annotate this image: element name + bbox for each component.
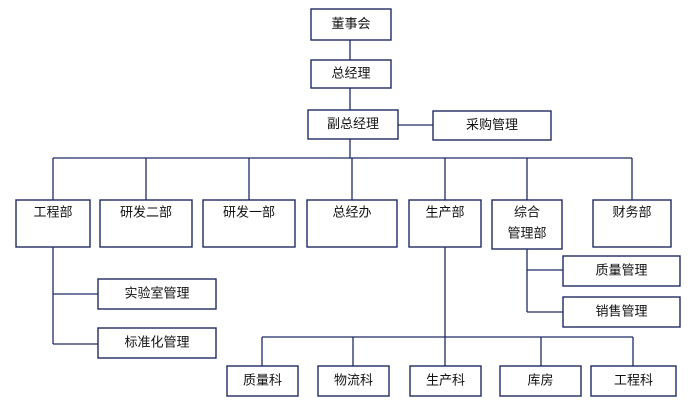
node-general-admin-label-line2: 管理部 [507,227,546,242]
node-board-label: 董事会 [331,17,370,32]
node-lab-management: 实验室管理 [97,278,217,310]
node-standardization-label: 标准化管理 [124,336,189,351]
node-board: 董事会 [310,8,392,41]
node-quality-management: 质量管理 [562,255,681,287]
node-gm-office-label: 总经办 [332,206,371,221]
node-deputy-gm: 副总经理 [307,109,399,140]
node-general-manager-label: 总经理 [331,67,370,82]
node-engineering-label: 工程部 [33,206,72,221]
node-sales-management-label: 销售管理 [595,304,647,320]
node-general-manager: 总经理 [310,59,392,89]
node-production-section: 生产科 [409,365,482,397]
node-engineering: 工程部 [15,199,91,248]
node-production-label: 生产部 [425,206,464,221]
node-warehouse: 库房 [499,365,582,397]
node-quality-section-label: 质量科 [243,374,282,389]
node-general-admin-label-line1: 综合 [514,206,540,221]
node-production-section-label: 生产科 [426,374,465,389]
node-quality-management-label: 质量管理 [595,264,647,279]
node-production: 生产部 [408,199,482,248]
node-logistics-section-label: 物流科 [334,374,373,389]
node-quality-section: 质量科 [226,365,299,397]
node-rd1: 研发一部 [202,199,296,248]
node-rd2-label: 研发二部 [120,205,172,221]
connector-lines [52,40,634,366]
node-engineering-section: 工程科 [590,365,677,397]
node-sales-management: 销售管理 [562,296,681,328]
node-gm-office: 总经办 [306,199,398,248]
node-warehouse-label: 库房 [527,373,553,389]
node-finance-label: 财务部 [612,205,651,221]
node-lab-management-label: 实验室管理 [124,286,189,302]
node-standardization: 标准化管理 [97,327,217,359]
node-rd1-label: 研发一部 [223,205,275,221]
node-logistics-section: 物流科 [317,365,390,397]
node-rd2: 研发二部 [99,199,193,248]
node-finance: 财务部 [592,199,672,248]
node-deputy-gm-label: 副总经理 [327,117,379,132]
node-engineering-section-label: 工程科 [614,374,653,389]
node-procurement-label: 采购管理 [466,117,518,133]
node-procurement: 采购管理 [432,110,552,141]
node-general-admin: 综合 管理部 [491,199,563,250]
